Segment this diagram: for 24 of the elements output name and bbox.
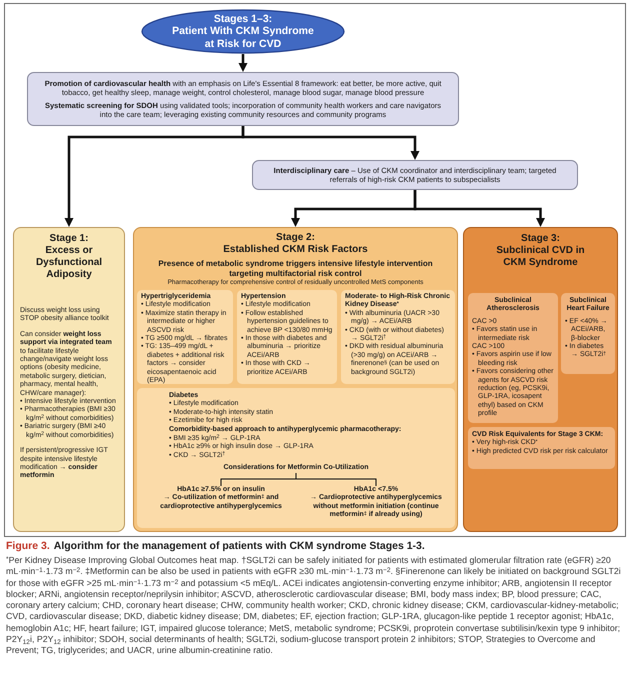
info-card bbox=[237, 290, 337, 384]
stage-title: Established CKM Risk Factors bbox=[222, 244, 369, 256]
stage-title: Excess or Dysfunctional Adiposity bbox=[34, 245, 104, 281]
info-card bbox=[137, 290, 233, 384]
stage-label: Stage 2: bbox=[275, 232, 316, 244]
info-card bbox=[468, 427, 615, 469]
caption-text: $^{*}$Per Kidney Disease Improving Global Outcomes heat map. †SGLT2i can be safely initiated for patients with estimated glomerular filtration rate (eGFR) ≥20 mL·min$^{−1}$·1.73 m$^{−2}$. ‡Metformin can be also be used in patients with eGFR ≥30 mL·min$^{−1}$·1.73 m$^{−2}$. §Finerenone can likely be initiated on background SGLT2i for those with eGFR >25 mL·min$^{−1}$·1.73 m$^{−2}$ and potassium <5 mEq/L. ACEi indicates angiotensin-converting enzyme inhibitor; ARB, angiotensin II receptor blocker; ARNi, angiotensin receptor/neprilysin inhibitor; ASCVD, atherosclerotic cardiovascular disease; BMI, body mass index; BP, blood pressure; CAC, coronary artery calcium; CHD, coronary heart disease; CHW, community health worker; CKD, chronic kidney disease; CKM, cardiovascular-kidney-metabolic; CVD, cardiovascular disease; DKD, diabetic kidney disease; DM, diabetes; EF, ejection fraction; GLP-1RA, glucagon-like peptide 1 receptor agonist; HbA1c, hemoglobin A1c; HF, heart failure; IGT, impaired glucose tolerance; MetS, metabolic syndrome; PCSK9i, proprotein convertase subtilisin/kexin type 9 inhibitor; P2Y$_{12}$i, P2Y$_{12}$ inhibitor; SDOH, social determinants of health; SGLT2i, sodium-glucose transport protein 2 inhibitors; STOP, Strategies to Overcome and Prevent; TG, triglycerides; and UACR, urine albumin-creatinine ratio. bbox=[6, 555, 622, 657]
stage-label: Stage 1: bbox=[48, 233, 90, 245]
connector-line bbox=[296, 472, 376, 486]
stage-label: Stage 3: bbox=[520, 233, 561, 245]
subtitle: Presence of metabolic syndrome triggers intensive lifestyle intervention targeting multifactorial risk control bbox=[157, 259, 434, 278]
stage-panel bbox=[13, 227, 125, 532]
process-box bbox=[252, 160, 578, 190]
figure-title: Algorithm for the management of patients with CKM syndrome Stages 1-3. bbox=[54, 540, 425, 552]
info-card bbox=[137, 388, 455, 528]
stage-title: Subclinical CVD in CKM Syndrome bbox=[495, 245, 586, 269]
process-box bbox=[27, 72, 459, 126]
info-card bbox=[561, 293, 615, 374]
stage-label: Stages 1–3: bbox=[214, 12, 272, 26]
stage-panel bbox=[463, 227, 618, 532]
info-card bbox=[341, 290, 455, 384]
ellipse-title: Patient With CKM Syndrome at Risk for CVD bbox=[171, 25, 315, 50]
stage-panel bbox=[133, 227, 458, 532]
info-card bbox=[468, 293, 558, 423]
